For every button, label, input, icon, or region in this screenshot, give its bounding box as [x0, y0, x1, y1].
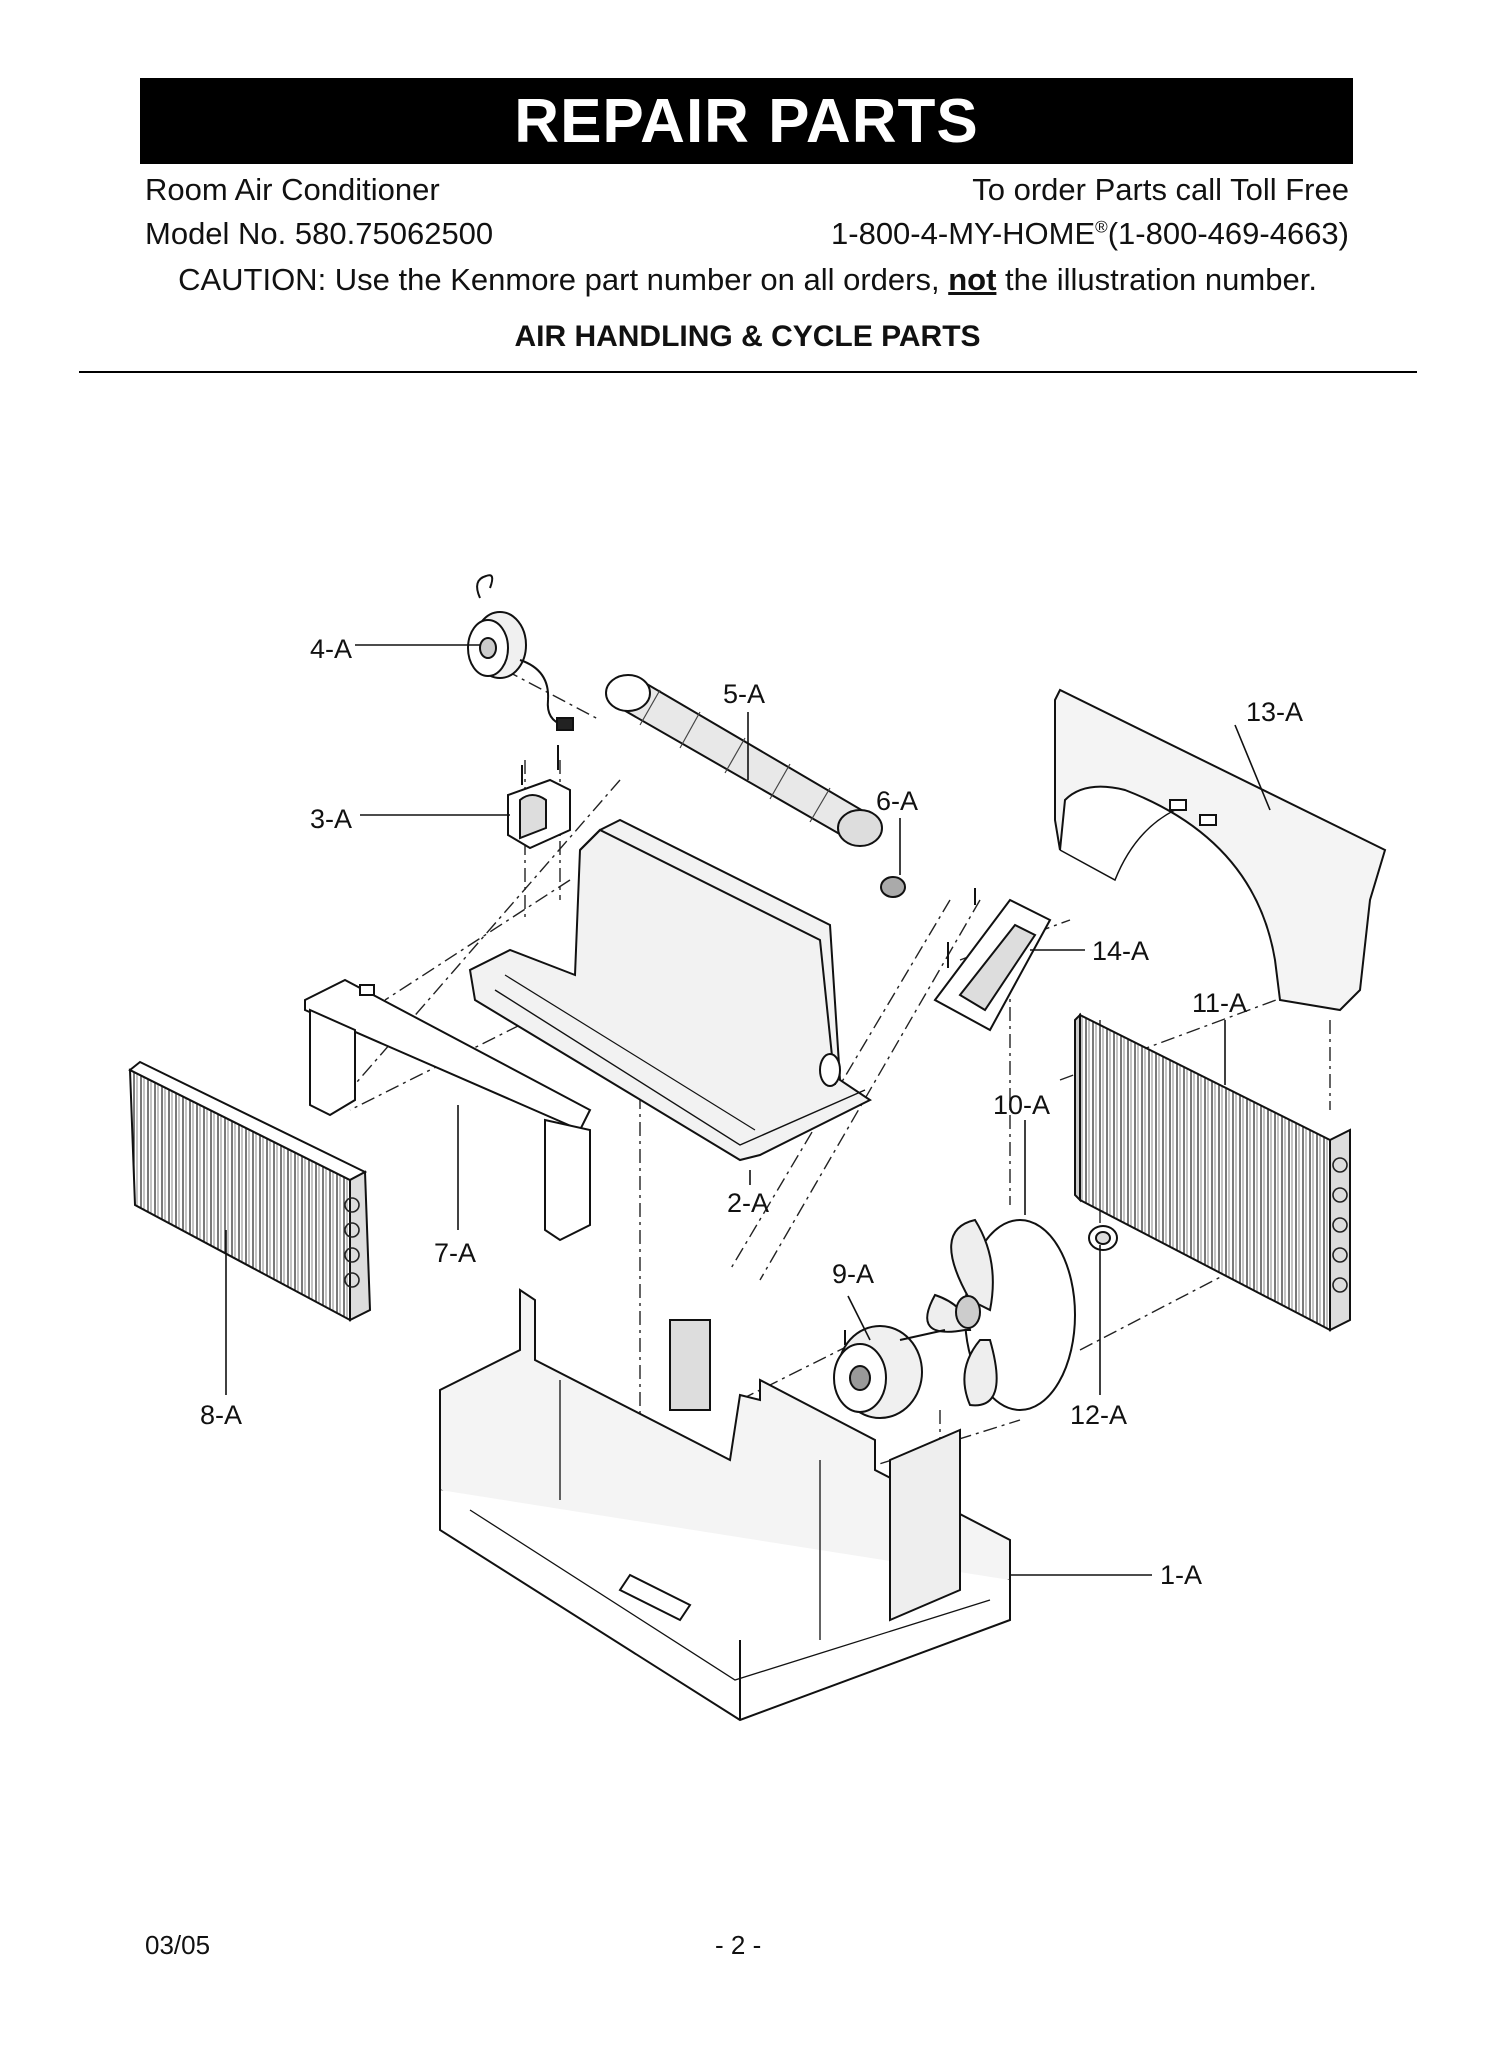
- label-10a: 10-A: [993, 1090, 1050, 1120]
- page-number: - 2 -: [715, 1930, 762, 1960]
- phone-number: 1-800-4-MY-HOME®(1-800-469-4663): [831, 216, 1349, 252]
- air-guide-part: [468, 818, 872, 1162]
- label-3a: 3-A: [310, 804, 352, 834]
- label-12a: 12-A: [1070, 1400, 1127, 1430]
- callout-labels: 4-A 5-A 13-A 3-A 6-A 14-A 11-A 10-A 2-A …: [200, 634, 1303, 1590]
- fan-motor-part: [467, 574, 574, 731]
- page-title: REPAIR PARTS: [140, 78, 1353, 164]
- label-14a: 14-A: [1092, 936, 1149, 966]
- label-8a: 8-A: [200, 1400, 242, 1430]
- cross-flow-fan-part: [605, 674, 906, 898]
- caution-note: CAUTION: Use the Kenmore part number on …: [178, 262, 1317, 297]
- motor-bracket-part: [507, 745, 571, 850]
- leader-lines: [225, 644, 1271, 1576]
- phone-brand: 1-800-4-MY-HOME: [831, 216, 1096, 251]
- product-name: Room Air Conditioner: [145, 172, 440, 207]
- label-1a: 1-A: [1160, 1560, 1202, 1590]
- label-11a: 11-A: [1192, 988, 1247, 1018]
- clamp-part: [1088, 1225, 1118, 1251]
- phone-digits: (1-800-469-4663): [1107, 216, 1349, 251]
- label-2a: 2-A: [727, 1188, 769, 1218]
- label-6a: 6-A: [876, 786, 918, 816]
- label-4a: 4-A: [310, 634, 352, 664]
- divider: [79, 371, 1417, 373]
- label-7a: 7-A: [434, 1238, 476, 1268]
- label-5a: 5-A: [723, 679, 765, 709]
- support-bracket-part: [304, 978, 592, 1242]
- bracket-part: [933, 888, 1052, 1032]
- propeller-fan-part: [926, 1218, 1076, 1411]
- caution-emphasis: not: [948, 262, 997, 297]
- base-pan-part: [439, 1288, 1011, 1722]
- model-number: Model No. 580.75062500: [145, 216, 494, 251]
- registered-mark: ®: [1095, 217, 1108, 237]
- label-9a: 9-A: [832, 1259, 874, 1289]
- shroud-part: [1054, 688, 1387, 1012]
- condenser-coil-part: [1074, 1012, 1351, 1332]
- motor-part: [833, 1325, 946, 1419]
- section-title: AIR HANDLING & CYCLE PARTS: [514, 320, 981, 353]
- evaporator-coil-part: [128, 1060, 372, 1322]
- order-text: To order Parts call Toll Free: [972, 172, 1349, 207]
- label-13a: 13-A: [1246, 697, 1303, 727]
- print-date: 03/05: [145, 1930, 211, 1960]
